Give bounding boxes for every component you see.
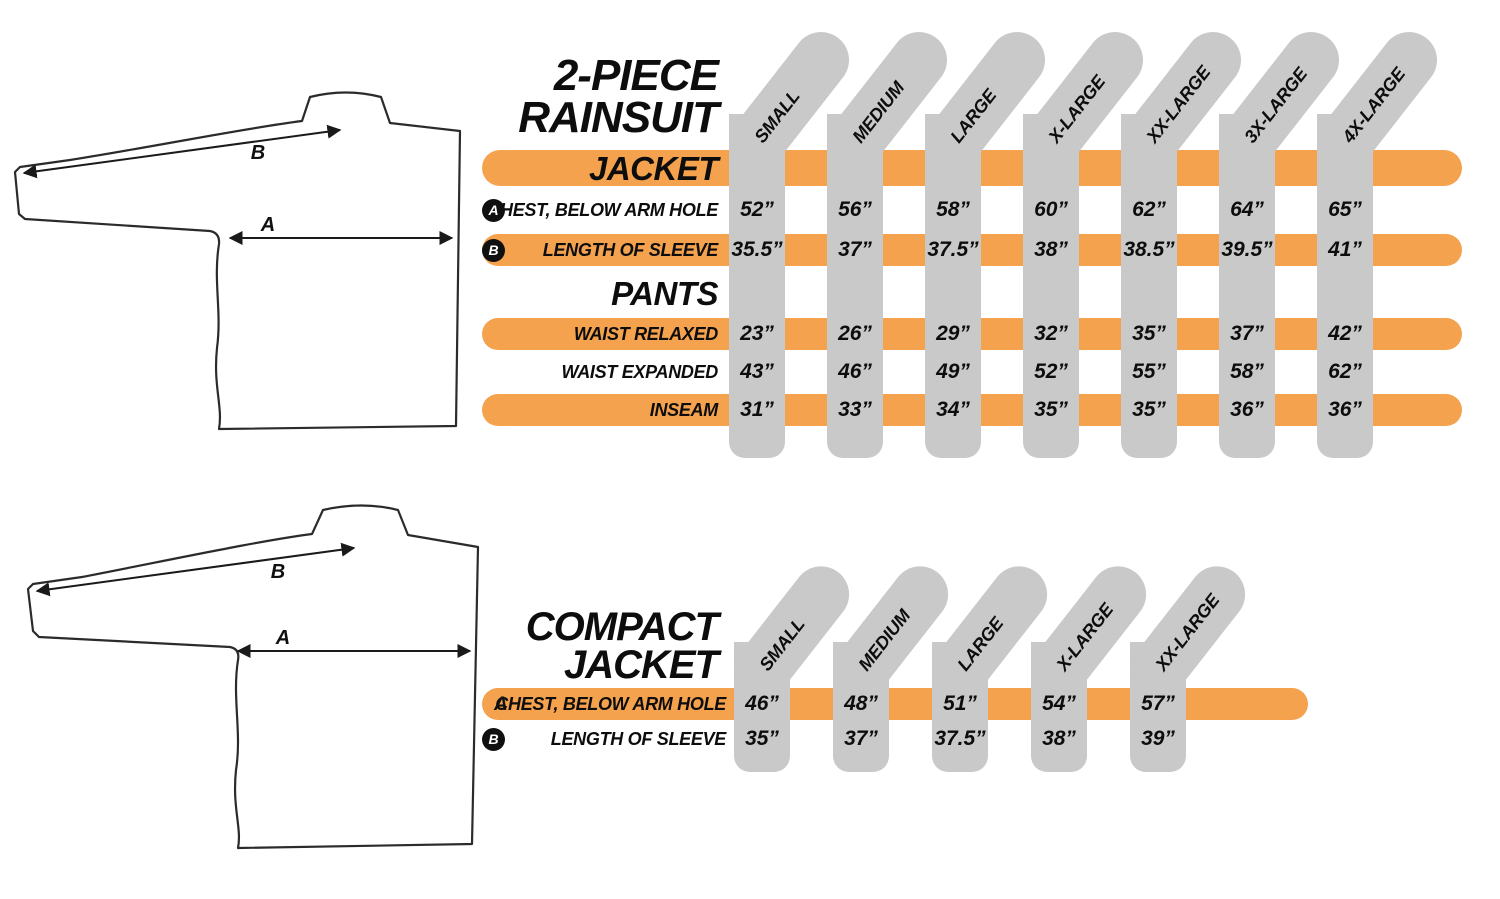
row-label-text: CHEST, BELOW ARM HOLE [487,200,718,220]
size-value: 62” [1132,198,1166,221]
size-value: 56” [838,198,872,221]
rainsuit-jacket-diagram: B A [13,91,462,431]
size-value: 52” [740,198,774,221]
size-value: 49” [936,360,970,383]
compact-sleeve-row-label: B LENGTH OF SLEEVE [482,725,726,753]
measure-label-b: B [251,142,265,164]
size-column-bar [827,114,883,458]
size-value: 35” [1132,322,1166,345]
size-value: 37” [1230,322,1264,345]
size-value: 52” [1034,360,1068,383]
compact-title-line2: JACKET [563,643,719,687]
row-label-text: INSEAM [649,400,719,420]
jacket-section-header: JACKET [588,150,719,187]
size-value: 38.5” [1123,238,1175,261]
measure-label-a: A [260,214,275,236]
size-value: 64” [1230,198,1264,221]
size-label: XX-LARGE [1151,590,1224,675]
rainsuit-title-line1: 2-PIECE [553,51,719,100]
marker-b-badge: B [482,238,505,262]
size-value: 41” [1328,238,1362,261]
compact-chest-row-label: A CHEST, BELOW ARM HOLE [482,690,726,718]
compact-jacket-diagram: B A [26,504,480,850]
row-label-text: WAIST RELAXED [573,324,718,344]
size-value: 62” [1328,360,1362,383]
row-label-text: LENGTH OF SLEEVE [550,729,727,749]
row-label-text: LENGTH OF SLEEVE [542,240,719,260]
size-value: 43” [740,360,774,383]
size-value: 38” [1042,727,1076,750]
pants-section-header: PANTS [611,275,718,312]
size-value: 35” [745,727,779,750]
size-value: 39.5” [1221,238,1273,261]
inseam-row-label: INSEAM [482,396,719,424]
size-value: 58” [1230,360,1264,383]
size-value: 23” [740,322,774,345]
size-value: 58” [936,198,970,221]
row-label-text: WAIST EXPANDED [561,362,719,382]
size-label: MEDIUM [854,605,915,675]
size-value: 34” [936,398,970,421]
size-column-bar [925,114,981,458]
size-column-bar [1121,114,1177,458]
size-value: 37.5” [934,727,986,750]
size-value: 35” [1132,398,1166,421]
sleeve-measure-arrow-b [35,542,356,597]
size-label: SMALL [755,614,809,675]
size-column-bar [1317,114,1373,458]
size-value: 37.5” [927,238,979,261]
waist-relaxed-row-label: WAIST RELAXED [482,320,718,348]
size-value: 55” [1132,360,1166,383]
waist-expanded-row-label: WAIST EXPANDED [482,358,719,386]
size-value: 33” [838,398,872,421]
size-value: 32” [1034,322,1068,345]
size-label: X-LARGE [1052,599,1118,675]
size-value: 39” [1141,727,1175,750]
compact-title-line1: COMPACT [525,605,719,649]
size-value: 46” [838,360,872,383]
size-label: LARGE [953,613,1008,675]
row-label-text: CHEST, BELOW ARM HOLE [495,694,726,714]
size-value: 42” [1328,322,1362,345]
size-value: 48” [844,692,878,715]
size-value: 29” [936,322,970,345]
size-value: 51” [943,692,977,715]
size-value: 37” [844,727,878,750]
sleeve-row-label: B LENGTH OF SLEEVE [482,236,718,264]
measure-label-a: A [275,627,290,649]
sleeve-measure-arrow-b [22,124,342,179]
marker-a-plain: A [494,693,508,715]
size-column-bar [729,114,785,458]
size-value: 35” [1034,398,1068,421]
size-value: 46” [745,692,779,715]
rainsuit-title-line2: RAINSUIT [518,92,719,142]
size-column-bar [1023,114,1079,458]
rainsuit-title: 2-PIECE RAINSUIT [420,51,719,142]
marker-a-badge: A [482,198,505,222]
size-column-bar [1219,114,1275,458]
size-value: 26” [838,322,872,345]
marker-b-badge: B [482,727,505,751]
size-value: 37” [838,238,872,261]
size-value: 36” [1230,398,1264,421]
size-value: 31” [740,398,774,421]
chest-row-label: A CHEST, BELOW ARM HOLE [482,196,718,224]
size-value: 38” [1034,238,1068,261]
compact-title: COMPACT JACKET [440,605,719,687]
measure-label-b: B [271,561,285,583]
size-value: 35.5” [731,238,783,261]
size-value: 65” [1328,198,1362,221]
size-value: 60” [1034,198,1068,221]
size-value: 57” [1141,692,1175,715]
size-value: 54” [1042,692,1076,715]
size-value: 36” [1328,398,1362,421]
